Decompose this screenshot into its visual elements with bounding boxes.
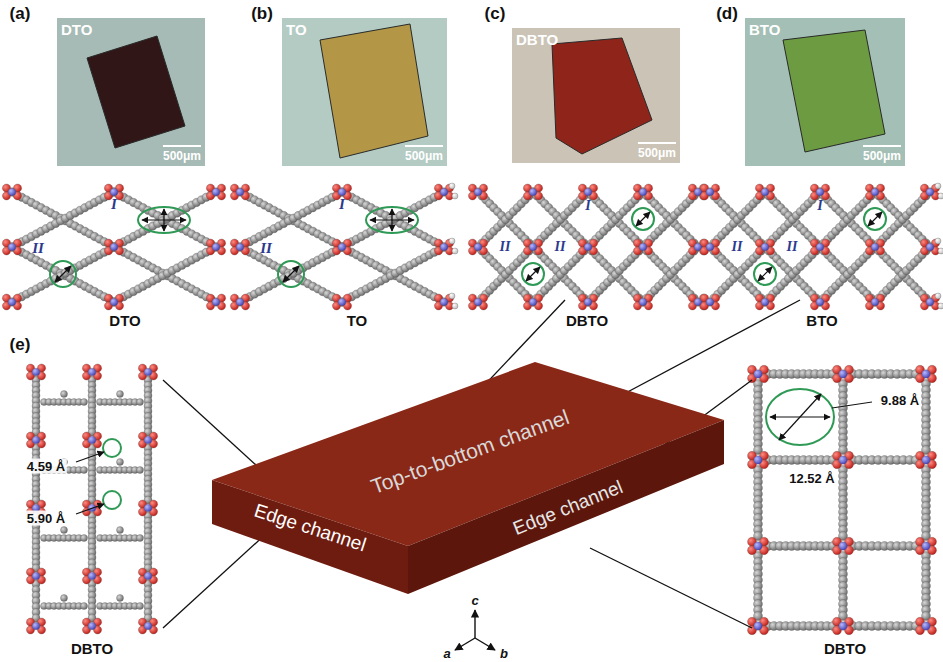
pore-label: II — [787, 239, 798, 255]
dimension-label: 5.90 Å — [25, 511, 67, 526]
axis-arrows — [455, 610, 495, 650]
crystal-image — [512, 28, 680, 163]
structure-name: TO — [347, 312, 368, 329]
crystal-photo: TO 500μm — [282, 18, 447, 166]
slab-shape — [205, 350, 730, 600]
crystal-photo: DBTO 500μm — [512, 28, 680, 163]
packing-diagram — [2, 184, 225, 310]
axis-label: b — [500, 646, 508, 661]
panel-letter: (e) — [10, 335, 31, 355]
packing-diagram — [26, 364, 157, 634]
leader-line — [163, 300, 800, 628]
crystal-slab: Top-to-bottom channelEdge channelEdge ch… — [205, 350, 730, 600]
pore-label: I — [111, 196, 117, 213]
dimension-label: 9.88 Å — [879, 393, 921, 408]
crystal-image — [57, 18, 205, 166]
packing-diagram — [230, 183, 458, 310]
pore-label: II — [32, 240, 44, 257]
scale-bar-label: 500μm — [163, 149, 201, 163]
pore-label: II — [500, 239, 511, 255]
pore-label: I — [817, 198, 822, 214]
crystal-photo: BTO 500μm — [745, 18, 905, 166]
panel-letter: (a) — [10, 4, 31, 24]
structure-name: DBTO — [824, 640, 866, 657]
sample-name: BTO — [749, 21, 780, 38]
structure-name: DBTO — [71, 640, 113, 657]
pore-label: II — [555, 239, 566, 255]
scale-bar-label: 500μm — [405, 149, 443, 163]
packing-diagram — [748, 365, 937, 634]
pore-label: II — [260, 240, 272, 257]
panel-letter: (b) — [251, 4, 273, 24]
pore-label: I — [585, 198, 590, 214]
structure-name: BTO — [806, 312, 837, 329]
crystal-image — [282, 18, 447, 166]
dimension-label: 4.59 Å — [25, 459, 67, 474]
packing-diagram — [700, 183, 943, 310]
pore-label: I — [339, 196, 345, 213]
sample-name: DTO — [61, 21, 92, 38]
structure-name: DTO — [109, 312, 140, 329]
pore-label: II — [732, 239, 743, 255]
sample-name: DBTO — [516, 31, 558, 48]
scale-bar-label: 500μm — [863, 149, 901, 163]
crystal-photo: DTO 500μm — [57, 18, 205, 166]
axis-label: a — [443, 646, 450, 661]
scale-bar-label: 500μm — [638, 146, 676, 160]
crystal-image — [745, 18, 905, 166]
packing-diagram — [468, 184, 707, 310]
dimension-label: 12.52 Å — [787, 471, 837, 486]
panel-letter: (d) — [716, 4, 738, 24]
panel-letter: (c) — [485, 4, 506, 24]
structure-name: DBTO — [566, 312, 608, 329]
sample-name: TO — [286, 21, 307, 38]
axis-label: c — [471, 593, 478, 608]
